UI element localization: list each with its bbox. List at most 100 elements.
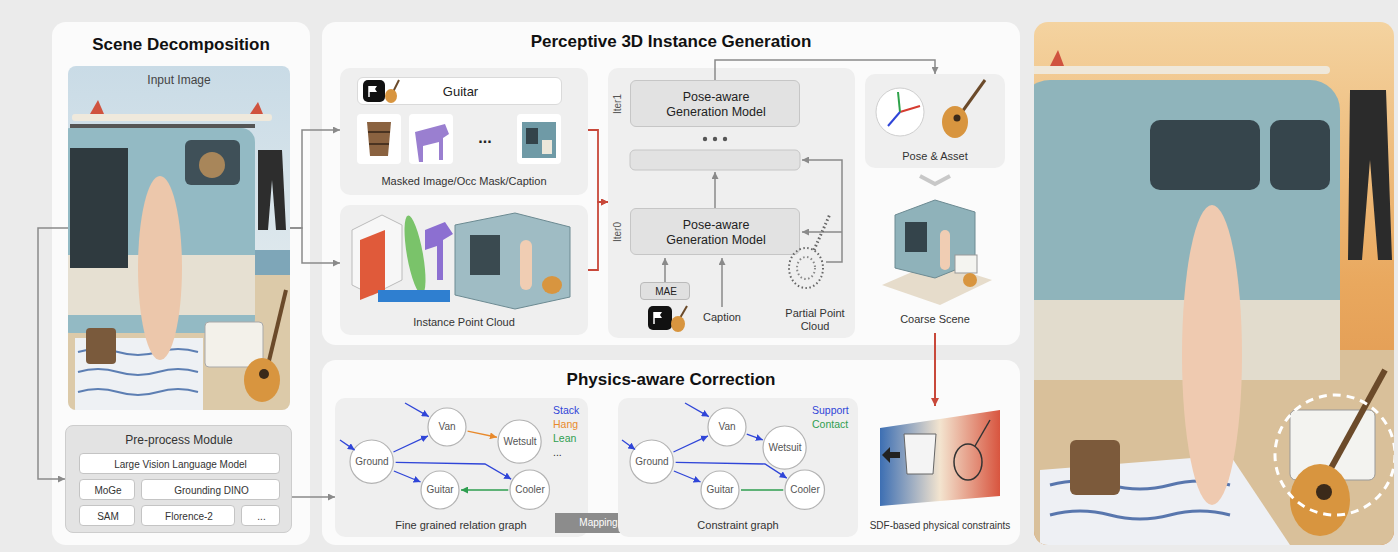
text-slot: Constraint graph: [697, 519, 778, 532]
label-text: Stack: [553, 404, 579, 417]
text-slot: Mapping: [579, 517, 617, 529]
text-slot: Large Vision Language Model: [114, 459, 247, 471]
model-box: Pose-aware Generation Model: [630, 80, 800, 127]
text-slot: Iter1: [608, 98, 628, 110]
node-text: Pose & Asset: [902, 150, 967, 163]
text-slot: Florence-2: [165, 511, 213, 523]
node-text: Large Vision Language Model: [114, 459, 247, 471]
node-text: Fine grained relation graph: [395, 519, 526, 532]
node-text: MAE: [655, 286, 677, 298]
text-slot: Grounding DINO: [174, 485, 248, 497]
text-slot: ...: [553, 446, 562, 459]
text-slot: Ground: [355, 456, 388, 468]
text-slot: Van: [438, 421, 455, 433]
text-slot: Ground: [635, 456, 668, 468]
node-text: MoGe: [94, 485, 121, 497]
node-text: Grounding DINO: [174, 485, 248, 497]
tool-box: Large Vision Language Model: [79, 453, 280, 474]
circle-outline: [350, 440, 393, 483]
text-slot: Fine grained relation graph: [395, 519, 526, 532]
text-slot: Van: [718, 421, 735, 433]
text-slot: Caption: [703, 311, 741, 324]
text-slot: MAE: [655, 286, 677, 298]
node-text: Scene Decomposition: [92, 35, 270, 55]
text-slot: Stack: [553, 404, 579, 417]
label-text: SDF-based physical constraints: [870, 520, 1011, 532]
text-slot: Cooler: [790, 484, 819, 496]
tool-box: SAM: [79, 505, 135, 526]
node-text: Masked Image/Occ Mask/Caption: [381, 175, 546, 188]
circle-outline: [510, 470, 549, 509]
text-slot: Pose-aware Generation Model: [661, 90, 771, 120]
node-text: Pre-process Module: [125, 433, 232, 447]
text-slot: Pose-aware Generation Model: [661, 218, 771, 248]
node-text: SAM: [97, 511, 119, 523]
node-text: Physics-aware Correction: [567, 370, 776, 390]
label-text: ...: [478, 128, 491, 147]
input-photo: [68, 66, 290, 410]
encoder-box: MAE: [640, 282, 690, 300]
text-slot: Masked Image/Occ Mask/Caption: [381, 175, 546, 188]
circle-outline: [785, 470, 824, 509]
tool-box: Grounding DINO: [141, 479, 280, 500]
circle-outline: [428, 408, 466, 446]
node-text: Guitar: [706, 484, 733, 496]
node-text: Van: [718, 421, 735, 433]
text-slot: Pre-process Module: [125, 433, 232, 447]
graph-node: Cooler: [509, 469, 550, 510]
text-slot: ...: [478, 128, 491, 147]
connector: [461, 489, 508, 490]
instance-point-cloud-picture: [352, 213, 570, 309]
node-text: Constraint graph: [697, 519, 778, 532]
text-slot: ...: [257, 511, 265, 523]
node-text: Wetsult: [503, 436, 536, 448]
node-text: Pose-aware Generation Model: [661, 218, 771, 248]
circle-outline: [708, 408, 746, 446]
node-text: ...: [257, 511, 265, 523]
label-text: Hang: [553, 418, 578, 431]
text-slot: Perceptive 3D Instance Generation: [531, 32, 812, 52]
node-text: Cooler: [790, 484, 819, 496]
circle-outline: [630, 440, 673, 483]
text-slot: Coarse Scene: [900, 313, 970, 326]
text-slot: SDF-based physical constraints: [870, 520, 1011, 532]
graph-node: Wetsuit: [762, 425, 807, 470]
label-text: Support: [812, 404, 849, 417]
tool-box: MoGe: [79, 479, 135, 500]
node-text: Wetsuit: [768, 442, 801, 454]
text-slot: Input Image: [147, 73, 210, 87]
label-text: Partial Point Cloud: [783, 307, 847, 333]
graph-node: Cooler: [784, 469, 825, 510]
node-text: Mapping: [579, 517, 617, 529]
text-slot: Lean: [553, 432, 576, 445]
circle-outline: [701, 471, 739, 509]
graph-node: Van: [427, 407, 467, 447]
text-slot: Cooler: [515, 484, 544, 496]
node-text: Input Image: [147, 73, 210, 87]
text-slot: Contact: [812, 418, 848, 431]
node-text: Guitar: [443, 84, 478, 100]
text-slot: Physics-aware Correction: [567, 370, 776, 390]
circle-outline: [763, 426, 806, 469]
result-render: [1034, 22, 1394, 545]
graph-area: GroundVanWetsultGuitarCoolerFine grained…: [335, 398, 588, 537]
text-slot: Guitar: [443, 84, 478, 100]
text-slot: Partial Point Cloud: [783, 307, 847, 333]
connector: [292, 496, 335, 498]
node-text: Iter0: [612, 222, 624, 242]
graph-node: Van: [707, 407, 747, 447]
node-text: Ground: [355, 456, 388, 468]
text-slot: Iter0: [608, 226, 628, 238]
graph-node: Wetsult: [497, 419, 542, 464]
node-text: Iter1: [612, 94, 624, 114]
node-text: Cooler: [515, 484, 544, 496]
node-text: Perceptive 3D Instance Generation: [531, 32, 812, 52]
circle-outline: [421, 471, 459, 509]
node-text: Ground: [635, 456, 668, 468]
connector: [741, 489, 783, 491]
label-text: Coarse Scene: [900, 313, 970, 326]
graph-node: Ground: [349, 439, 394, 484]
graph-node: Guitar: [700, 470, 740, 510]
module-box: Large Vision Language ModelMoGe Grounding…: [65, 425, 292, 533]
text-slot: Wetsult: [503, 436, 536, 448]
